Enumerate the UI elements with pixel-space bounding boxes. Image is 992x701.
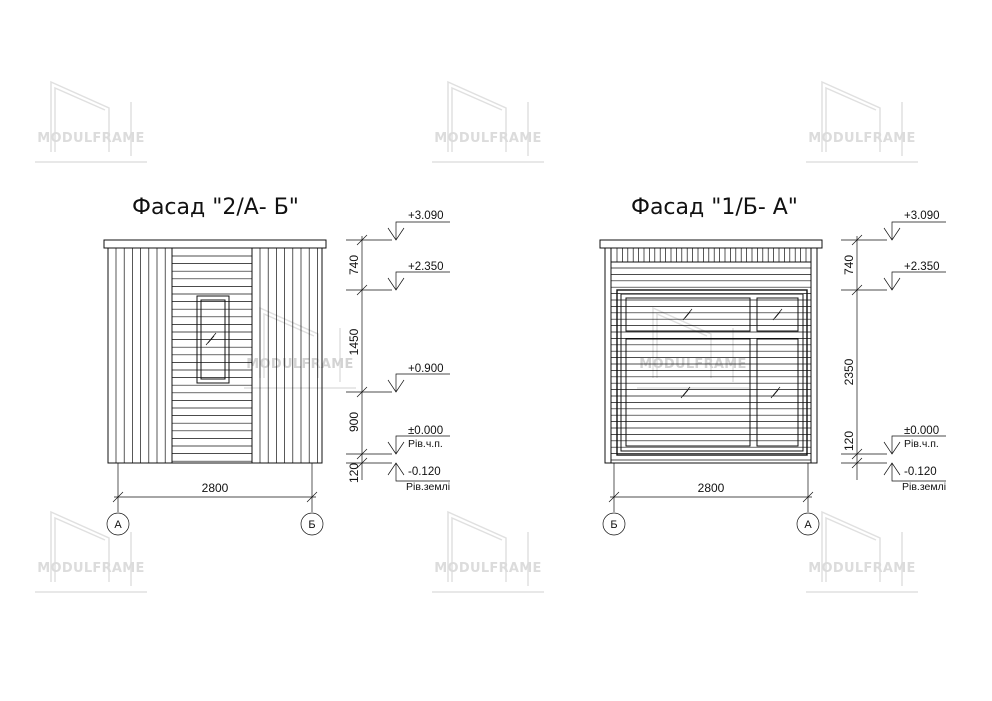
level-minus-0120: -0.120	[408, 466, 441, 478]
height-dim-900: 900	[347, 412, 361, 432]
window-top-right	[756, 297, 799, 332]
axis-label-a: А	[114, 519, 122, 531]
window-top-left	[625, 297, 751, 332]
axis-label-b: Б	[610, 519, 617, 531]
height-dim-740: 740	[842, 255, 856, 275]
level-minus-0120-note: Рів.землі	[902, 481, 946, 493]
width-dim: 2800	[698, 481, 725, 495]
axis-marker-a	[796, 512, 820, 536]
level-2350: +2.350	[408, 261, 444, 273]
watermark-text: MODULFRAME	[37, 561, 144, 576]
level-3090: +3.090	[904, 210, 940, 222]
watermark-logo: MODULFRAME	[35, 510, 147, 593]
watermark-text: MODULFRAME	[639, 357, 746, 372]
watermark-logo: MODULFRAME	[244, 306, 356, 389]
watermark-logo: MODULFRAME	[806, 80, 918, 163]
level-minus-0120: -0.120	[904, 466, 937, 478]
glass-mark-icon	[772, 308, 783, 321]
watermark-logo: MODULFRAME	[432, 80, 544, 163]
facade-left: Фасад "2/А- Б" 740 1450 900 120	[103, 195, 450, 536]
window-glass	[200, 299, 226, 380]
facade-right-title: Фасад "1/Б- А"	[631, 195, 798, 220]
height-dim-120: 120	[842, 431, 856, 451]
vertical-cladding-right	[259, 248, 318, 463]
watermark-logo: MODULFRAME	[35, 80, 147, 163]
level-0000-note: Рів.ч.п.	[904, 438, 939, 450]
level-0000: ±0.000	[904, 425, 939, 437]
axis-marker-b	[602, 512, 626, 536]
watermark-text: MODULFRAME	[434, 561, 541, 576]
horizontal-cladding	[172, 255, 252, 462]
axis-marker-b	[300, 512, 324, 536]
roof-slab-left	[103, 239, 327, 249]
glass-mark-icon	[770, 386, 781, 399]
watermark-text: MODULFRAME	[808, 131, 915, 146]
level-0000: ±0.000	[408, 425, 443, 437]
watermark-logo: MODULFRAME	[806, 510, 918, 593]
level-2350: +2.350	[904, 261, 940, 273]
level-minus-0120-note: Рів.землі	[406, 481, 450, 493]
window-main	[625, 338, 751, 447]
level-0900: +0.900	[408, 363, 444, 375]
height-dim-2350: 2350	[842, 358, 856, 385]
glass-mark-icon	[682, 308, 693, 321]
watermark-text: MODULFRAME	[37, 131, 144, 146]
watermark-layer: MODULFRAME MODULFRAME MODULFRAME MODULFRAME…	[35, 80, 918, 593]
level-3090: +3.090	[408, 210, 444, 222]
center-panel	[171, 247, 253, 464]
horizontal-cladding-right	[611, 267, 811, 461]
watermark-text: MODULFRAME	[434, 131, 541, 146]
axis-marker-a	[106, 512, 130, 536]
height-dim-120: 120	[347, 463, 361, 483]
axis-label-a: А	[804, 519, 812, 531]
wall-outline-right	[604, 247, 818, 464]
watermark-logo: MODULFRAME	[432, 510, 544, 593]
glass-mark-icon	[205, 332, 217, 346]
level-0000-note: Рів.ч.п.	[408, 438, 443, 450]
roof-slab-right	[599, 239, 823, 249]
window-frame	[196, 295, 230, 384]
facade-right: Фасад "1/Б- А" 740 2350 120	[599, 195, 946, 536]
watermark-text: MODULFRAME	[246, 357, 353, 372]
axis-label-b: Б	[308, 519, 315, 531]
window-side	[756, 338, 799, 447]
height-dim-1450: 1450	[347, 328, 361, 355]
watermark-text: MODULFRAME	[808, 561, 915, 576]
watermark-logo: MODULFRAME	[637, 306, 749, 389]
glass-mark-icon	[680, 386, 691, 399]
top-frieze	[616, 248, 807, 262]
facade-left-title: Фасад "2/А- Б"	[132, 195, 299, 220]
window-block	[616, 289, 808, 456]
width-dim: 2800	[202, 481, 229, 495]
vertical-cladding-left	[115, 248, 166, 463]
height-dim-740: 740	[347, 255, 361, 275]
